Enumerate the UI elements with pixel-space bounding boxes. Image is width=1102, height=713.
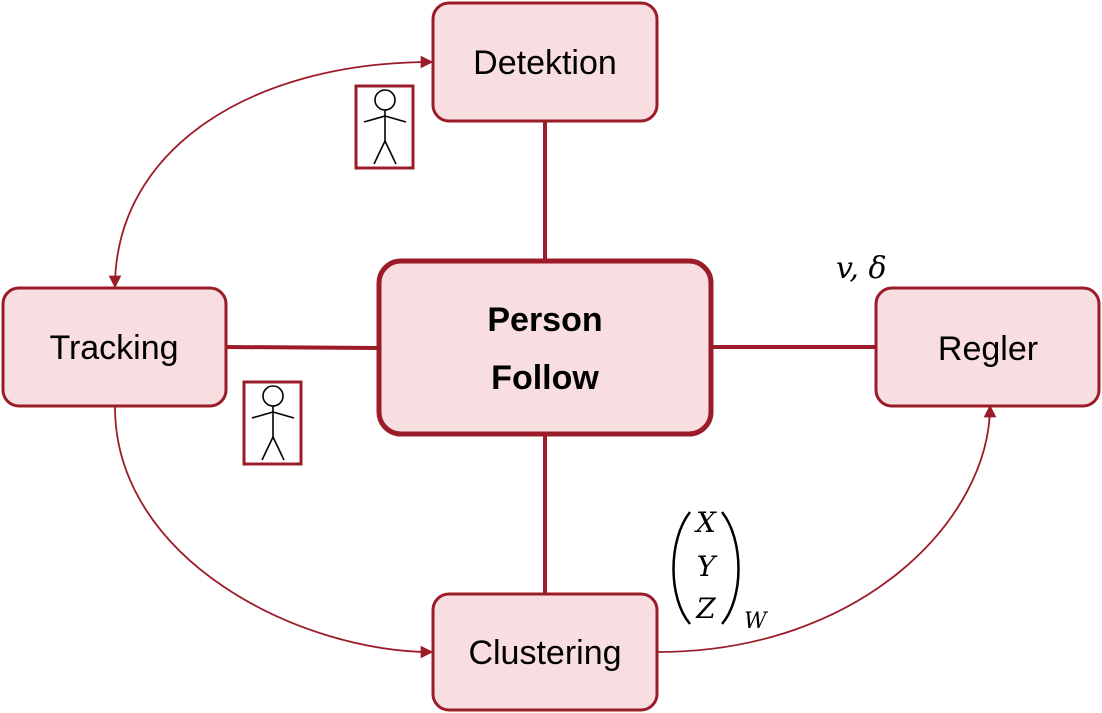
person-icon [242,380,303,466]
node-clustering: Clustering [431,592,659,712]
node-person-follow-line1: Person [487,301,602,339]
node-person-follow-line2: Follow [491,359,599,397]
node-tracking-label: Tracking [49,329,178,367]
coord-y-label: Y [697,550,718,583]
link-center-tracking [225,345,380,350]
node-clustering-label: Clustering [468,634,621,672]
person-icon [354,84,415,170]
arrow-tracking-to-detektion [108,55,434,289]
arrow-tracking-to-clustering [114,406,434,659]
arrow-clustering-to-regler [657,404,997,653]
node-regler-label: Regler [938,330,1038,368]
coord-x-label: X [694,506,717,539]
node-detektion-label: Detektion [473,44,617,82]
node-person-follow: Person Follow [376,258,714,437]
coordinate-vector-label: X Y Z W [672,506,769,634]
node-regler: Regler [874,286,1101,408]
coord-z-label: Z [695,592,716,625]
coord-frame-subscript: W [744,609,769,634]
node-tracking: Tracking [1,286,228,408]
node-detektion: Detektion [431,1,659,123]
control-output-label: v, δ [836,251,887,286]
